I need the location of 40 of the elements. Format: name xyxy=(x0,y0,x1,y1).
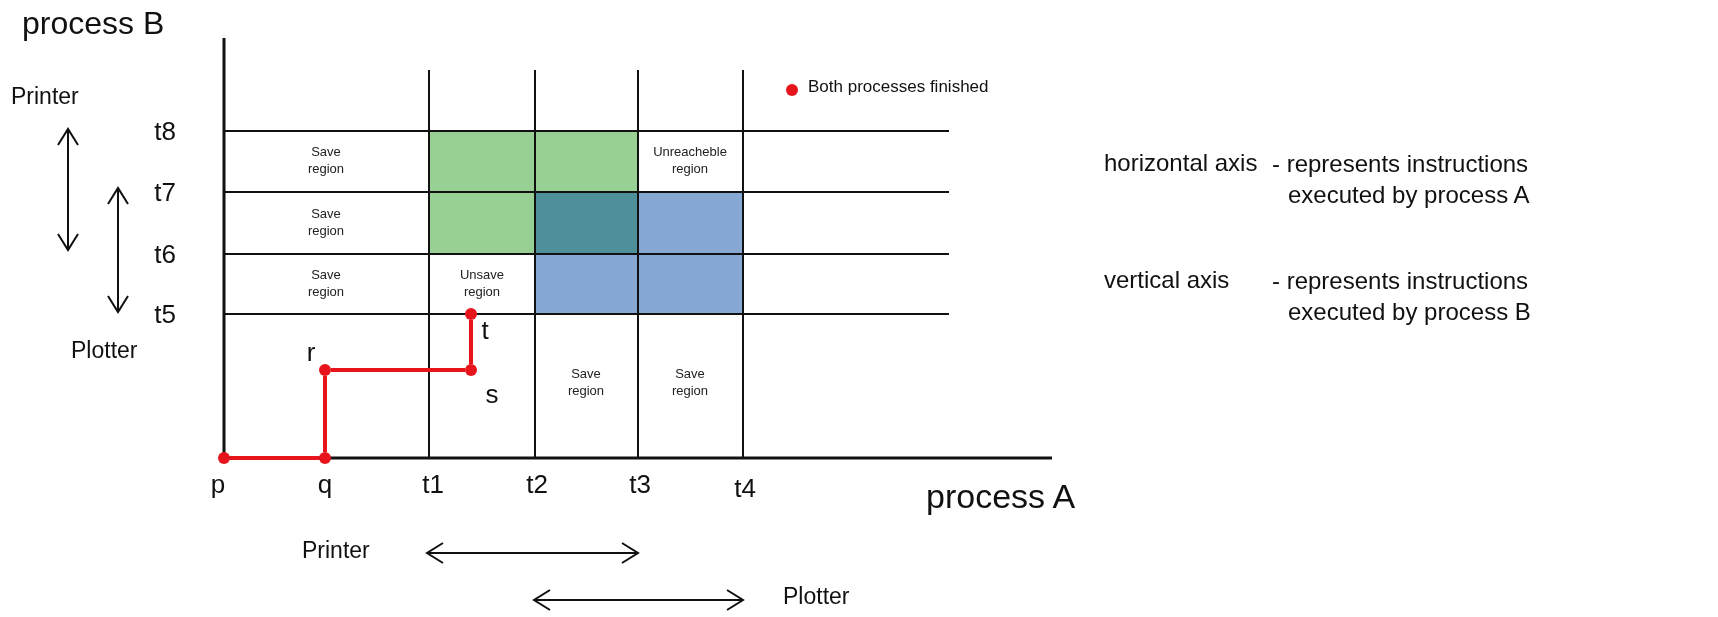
path-segment xyxy=(230,456,319,460)
point-label: q xyxy=(317,469,333,499)
region-label: Save region xyxy=(307,267,345,301)
axis-label: Plotter xyxy=(783,584,850,610)
path-point xyxy=(465,364,477,376)
path-point xyxy=(218,452,230,464)
region-label: Save region xyxy=(307,206,345,240)
axis-label: t4 xyxy=(734,473,756,503)
region-label: Save region xyxy=(671,366,709,400)
axis-note: - represents instructions executed by process A xyxy=(1272,149,1531,211)
path-point xyxy=(465,308,477,320)
legend-text: Both processes finished xyxy=(808,78,989,97)
path-segment xyxy=(469,320,473,364)
region-label: Save region xyxy=(567,366,605,400)
axis-note: - represents instructions executed by process B xyxy=(1272,266,1532,328)
point-label: p xyxy=(210,469,226,499)
point-label: s xyxy=(485,379,499,409)
path-segment xyxy=(323,376,327,452)
axis-label: t1 xyxy=(422,469,444,499)
axis-label: horizontal axis xyxy=(1104,150,1258,177)
region-label: Save region xyxy=(307,144,345,178)
axis-label: t7 xyxy=(154,177,176,207)
axis-label: t6 xyxy=(154,239,176,269)
axis-label: process B xyxy=(22,6,165,42)
region-label: Unsave region xyxy=(459,267,505,301)
axis-label: t8 xyxy=(154,116,176,146)
axis-label: vertical axis xyxy=(1104,267,1230,294)
axis-label: Printer xyxy=(302,538,370,564)
axis-label: Printer xyxy=(11,84,79,110)
path-point xyxy=(319,364,331,376)
axis-label: process A xyxy=(926,478,1076,516)
axis-label: t3 xyxy=(629,469,651,499)
axis-label: t5 xyxy=(154,299,176,329)
path-segment xyxy=(331,368,465,372)
axis-label: Plotter xyxy=(71,338,138,364)
axis-label: t2 xyxy=(526,469,548,499)
region-label: Unreacheble region xyxy=(653,144,727,178)
path-point xyxy=(319,452,331,464)
point-label: r xyxy=(306,337,316,367)
point-label: t xyxy=(481,315,489,345)
